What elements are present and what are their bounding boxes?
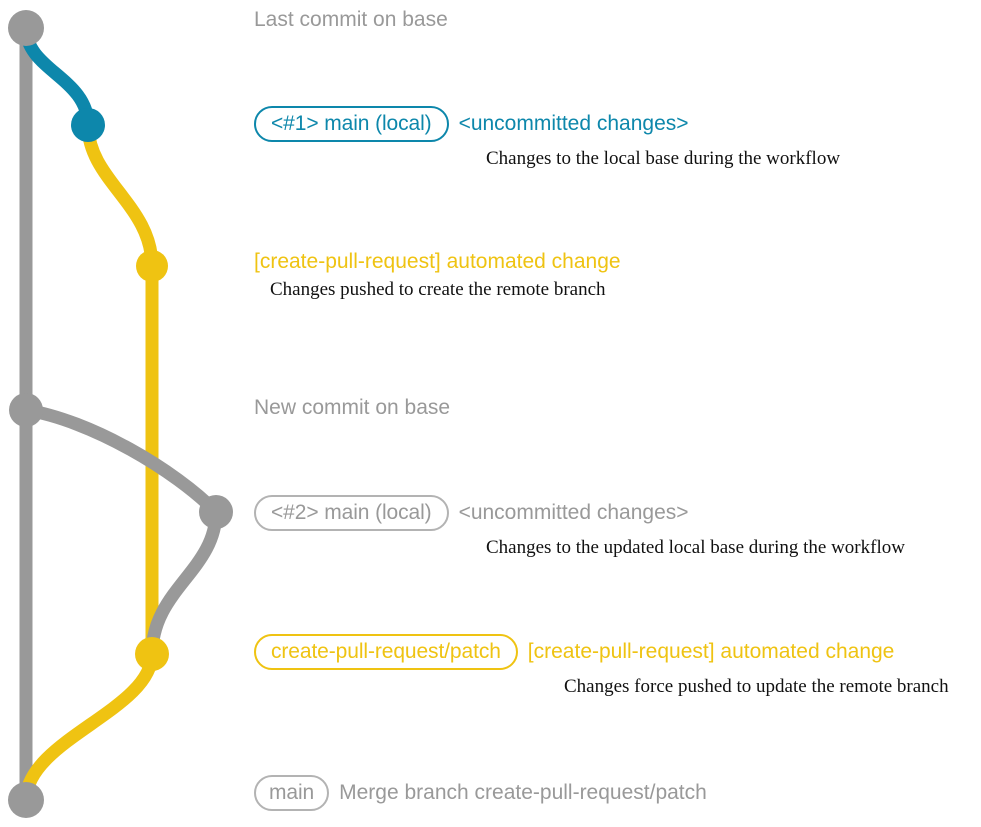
commit-headline: <uncommitted changes>: [458, 112, 689, 136]
commit-row-header: create-pull-request/patch [create-pull-r…: [254, 634, 981, 670]
commit-description: Changes pushed to create the remote bran…: [270, 279, 606, 301]
commit-row-header: [create-pull-request] automated change: [254, 250, 981, 273]
commit-row-header: New commit on base: [254, 396, 981, 419]
commit-headline: Last commit on base: [254, 8, 448, 31]
branch-badge-create-pull-request-patch[interactable]: create-pull-request/patch: [254, 634, 518, 670]
commit-description: Changes to the local base during the wor…: [486, 148, 841, 169]
branch-badge-main-local-1[interactable]: <#1> main (local): [254, 106, 449, 142]
commit-row-main-local-2: <#2> main (local) <uncommitted changes> …: [254, 495, 981, 560]
commit-description: Changes force pushed to update the remot…: [564, 676, 949, 697]
commit-row-header: <#2> main (local) <uncommitted changes>: [254, 495, 981, 531]
commit-headline: Merge branch create-pull-request/patch: [339, 781, 707, 805]
commit-row-last-commit: Last commit on base: [254, 8, 981, 31]
commit-row-automated-change-1: [create-pull-request] automated change C…: [254, 250, 981, 302]
commit-row-main-local-1: <#1> main (local) <uncommitted changes> …: [254, 106, 981, 171]
commit-headline: <uncommitted changes>: [458, 501, 689, 525]
commit-headline: New commit on base: [254, 396, 451, 419]
commit-row-new-commit: New commit on base: [254, 396, 981, 419]
commit-row-merge: main Merge branch create-pull-request/pa…: [254, 775, 981, 811]
commit-row-header: <#1> main (local) <uncommitted changes>: [254, 106, 981, 142]
commit-description: Changes to the updated local base during…: [486, 537, 905, 558]
branch-badge-main-local-2[interactable]: <#2> main (local): [254, 495, 449, 531]
commit-headline: [create-pull-request] automated change: [254, 250, 621, 273]
commit-row-header: Last commit on base: [254, 8, 981, 31]
commit-row-patch: create-pull-request/patch [create-pull-r…: [254, 634, 981, 699]
branch-badge-main[interactable]: main: [254, 775, 330, 811]
commit-headline: [create-pull-request] automated change: [527, 640, 895, 664]
commit-row-header: main Merge branch create-pull-request/pa…: [254, 775, 981, 811]
